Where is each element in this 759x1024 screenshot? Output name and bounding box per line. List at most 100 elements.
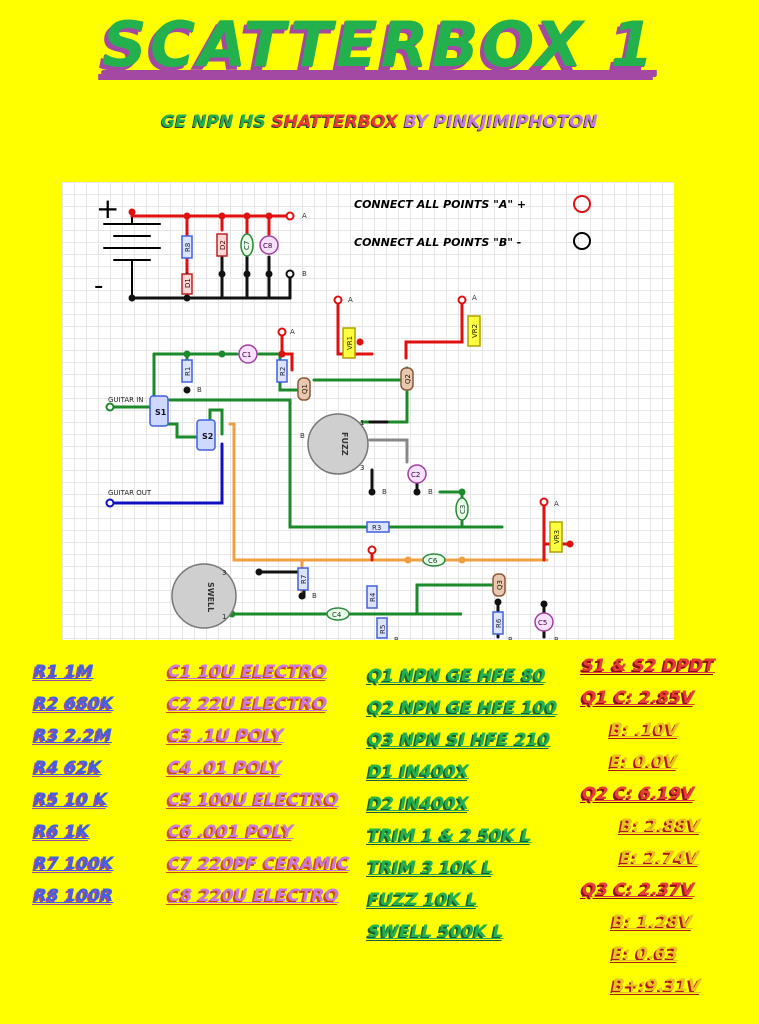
point-a-label: A — [472, 294, 477, 302]
semi-item: Q3 NPN SI HFE 210 — [368, 730, 551, 750]
r4-label: R4 — [369, 592, 377, 602]
swell-pin-3: 3 — [222, 569, 226, 577]
voltage-item: E: 2.74V — [620, 848, 700, 868]
r5-label: R5 — [379, 625, 387, 634]
r3-label: R3 — [372, 524, 381, 532]
diode-d1 — [181, 273, 193, 295]
point-a-label: A — [554, 500, 559, 508]
point-a-label: A — [302, 212, 307, 220]
point-a-label: A — [290, 328, 295, 336]
subtitle-part-4: PINKJIMIPHOTON — [434, 112, 598, 132]
semi-item: FUZZ 10K L — [368, 890, 478, 910]
capacitor-item: C8 220U ELECTRO — [168, 886, 340, 906]
d2-label: D2 — [219, 240, 227, 250]
voltage-item: Q1 C: 2.85V — [582, 688, 695, 708]
q3-label: Q3 — [496, 580, 504, 590]
subtitle-part-1: GE NPN HS — [161, 112, 266, 132]
resistor-r7 — [297, 567, 309, 591]
semi-item: TRIM 3 10K L — [368, 858, 494, 878]
legend-b-marker — [573, 232, 591, 250]
s2-label: S2 — [202, 432, 213, 441]
point-b-label: B — [394, 636, 399, 640]
resistor-r3 — [366, 521, 390, 533]
capacitor-c7 — [240, 233, 254, 257]
swell-pot — [171, 563, 237, 629]
voltage-item: B: 1.28V — [612, 912, 693, 932]
capacitor-item: C4 .01 POLY — [168, 758, 282, 778]
c3-label: C3 — [459, 505, 467, 514]
r2-label: R2 — [279, 367, 287, 376]
transistor-q3 — [492, 573, 506, 597]
capacitor-list: C1 10U ELECTRO C2 22U ELECTRO C3 .1U POL… — [168, 656, 350, 912]
r6-label: R6 — [495, 618, 503, 628]
point-b-label: B — [302, 270, 307, 278]
subtitle-part-2: SHATTERBOX — [271, 112, 399, 132]
q1-label: Q1 — [301, 384, 309, 394]
voltage-item: B+:9.31V — [612, 976, 702, 996]
guitar-out-label: GUITAR OUT — [108, 489, 152, 497]
vr1-label: VR1 — [346, 336, 354, 350]
battery-plus-sign: + — [96, 192, 119, 225]
point-a-label: A — [348, 296, 353, 304]
circuit-diagram: CONNECT ALL POINTS "A" + CONNECT ALL POI… — [62, 182, 674, 640]
trimmer-vr3 — [549, 521, 563, 553]
point-b-label: B — [554, 636, 559, 640]
point-b-label: B — [312, 592, 317, 600]
capacitor-c5 — [534, 612, 554, 632]
point-b-label: B — [428, 488, 433, 496]
fuzz-pot — [307, 413, 369, 475]
r1-label: R1 — [184, 367, 192, 376]
vr3-label: VR3 — [553, 530, 561, 544]
fuzz-pin-1: 1 — [360, 419, 364, 427]
capacitor-c8 — [259, 235, 279, 255]
resistor-r4 — [366, 585, 378, 609]
battery-minus-sign: - — [94, 271, 103, 301]
battery-symbol — [103, 211, 161, 299]
trimmer-vr1 — [342, 327, 356, 359]
capacitor-item: C1 10U ELECTRO — [168, 662, 328, 682]
semi-item: D2 IN400X — [368, 794, 470, 814]
d1-label: D1 — [184, 278, 192, 288]
point-b-label: B — [300, 432, 305, 440]
c7-label: C7 — [243, 241, 251, 250]
voltage-item: Q3 C: 2.37V — [582, 880, 695, 900]
subtitle-part-3: BY — [404, 112, 429, 132]
semi-item: D1 IN400X — [368, 762, 470, 782]
point-b-label: B — [508, 636, 513, 640]
resistor-r6 — [492, 611, 504, 635]
voltage-item: B: .10V — [610, 720, 679, 740]
voltage-item: B: 2.88V — [620, 816, 701, 836]
legend-b-text: CONNECT ALL POINTS "B" - — [354, 236, 521, 249]
guitar-in-label: GUITAR IN — [108, 396, 144, 404]
capacitor-item: C3 .1U POLY — [168, 726, 284, 746]
c6-label: C6 — [428, 557, 438, 565]
capacitor-item: C2 22U ELECTRO — [168, 694, 328, 714]
point-b-label: B — [382, 488, 387, 496]
capacitor-c2 — [407, 464, 427, 484]
capacitor-item: C5 100U ELECTRO — [168, 790, 340, 810]
voltage-item: Q2 C: 6.19V — [582, 784, 695, 804]
semi-item: SWELL 500K L — [368, 922, 504, 942]
resistor-item: R6 1K — [34, 822, 90, 842]
voltage-item: E: 0.63 — [612, 944, 679, 964]
capacitor-item: C6 .001 POLY — [168, 822, 294, 842]
resistor-item: R3 2.2M — [34, 726, 112, 746]
voltage-list: S1 & S2 DPDT Q1 C: 2.85V B: .10V E: 0.0V… — [582, 650, 715, 1002]
c4-label: C4 — [332, 611, 342, 619]
vr2-label: VR2 — [471, 324, 479, 338]
trimmer-vr2 — [467, 315, 481, 347]
c8-label: C8 — [263, 242, 272, 250]
resistor-r8 — [181, 235, 193, 259]
r7-label: R7 — [300, 575, 308, 584]
semi-item: Q1 NPN GE HFE 80 — [368, 666, 546, 686]
switch-s1 — [149, 395, 169, 427]
point-b-label: B — [197, 386, 202, 394]
c1-label: C1 — [242, 351, 251, 359]
fuzz-pot-label: FUZZ — [340, 432, 349, 456]
resistor-item: R1 1M — [34, 662, 94, 682]
legend-a-marker — [573, 195, 591, 213]
transistor-q2 — [400, 367, 414, 391]
page-title: SCATTERBOX 1 — [102, 8, 657, 81]
capacitor-c4 — [326, 607, 350, 621]
switch-s2 — [196, 419, 216, 451]
